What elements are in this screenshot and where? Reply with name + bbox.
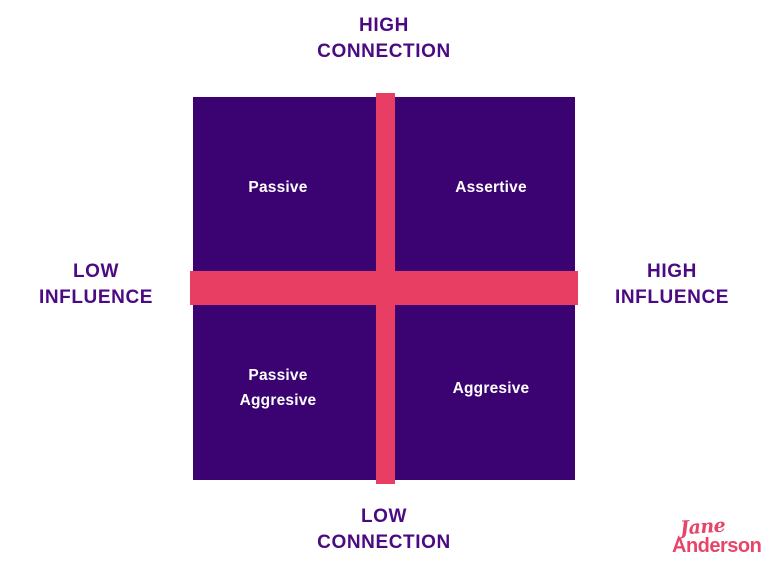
- axis-label-bottom: LOW CONNECTION: [317, 506, 451, 553]
- axis-label-right: HIGH INFLUENCE: [614, 261, 730, 308]
- axis-divider-horizontal: [190, 271, 578, 305]
- behaviour-matrix: Passive Assertive Passive Aggresive Aggr…: [190, 93, 578, 484]
- quadrant-assertive[interactable]: Assertive: [392, 97, 575, 271]
- quadrant-passive-label: Passive: [248, 179, 308, 196]
- axis-label-left: LOW INFLUENCE: [38, 261, 154, 308]
- logo-wordmark-text: Anderson: [672, 535, 762, 557]
- quadrant-passive[interactable]: Passive: [193, 97, 376, 271]
- quadrant-aggressive-label: Aggresive: [452, 380, 530, 397]
- quadrant-aggressive[interactable]: Aggresive: [392, 305, 575, 480]
- axis-label-top: HIGH CONNECTION: [317, 15, 451, 62]
- quadrant-passive-aggressive-label: Passive Aggresive: [239, 367, 317, 409]
- quadrant-passive-aggressive[interactable]: Passive Aggresive: [193, 305, 376, 480]
- jane-anderson-logo[interactable]: Jane Anderson: [672, 514, 762, 564]
- quadrant-assertive-label: Assertive: [455, 179, 527, 196]
